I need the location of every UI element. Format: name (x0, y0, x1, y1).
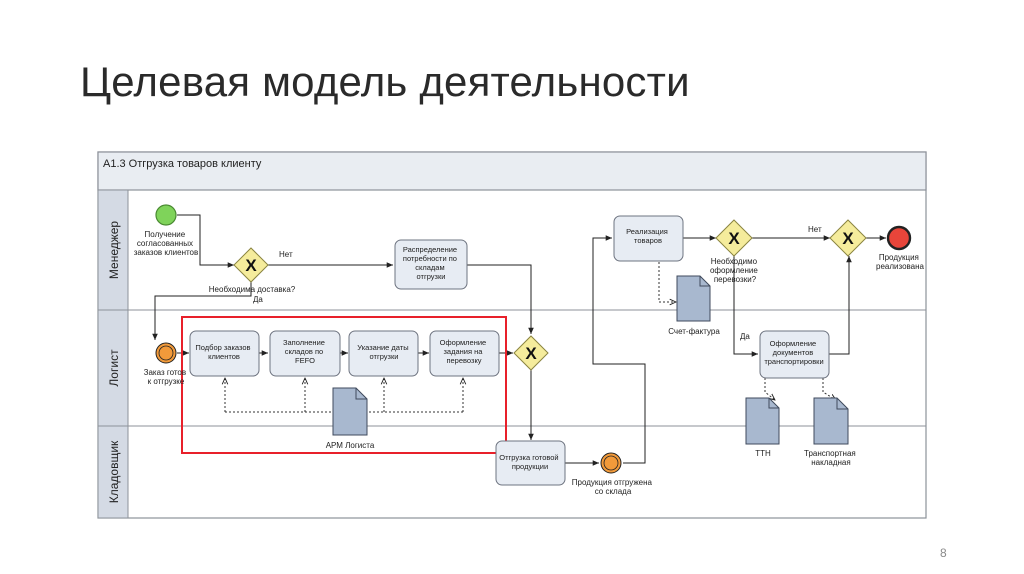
gateway-x-icon: X (525, 344, 537, 363)
task-select-orders: Подбор заказов клиентов (189, 330, 260, 377)
document-arm-icon (332, 387, 368, 436)
gateway-transport-label: Необходимо оформление перевозки? (710, 257, 760, 284)
svg-text:Оформление документов: Оформление документов транспортировки (764, 339, 823, 366)
gateway-final: X (829, 219, 867, 257)
task-sales: Реализация товаров (613, 215, 684, 262)
start-event-label: Получение согласованных заказов клиентов (134, 230, 199, 257)
tasks: Распределение потребности по складам отг… (189, 215, 830, 486)
lane-logist-label: Логист (107, 349, 121, 387)
svg-text:Реализация товаров: Реализация товаров (626, 227, 670, 245)
gateway-transport: X (715, 219, 753, 257)
svg-text:Отгрузка готовой проду: Отгрузка готовой продукции (499, 453, 560, 471)
task-transport-task: Оформление задания на перевозку (429, 330, 500, 377)
gateway-transport-no: Нет (808, 225, 822, 234)
shipped-label: Продукция отгружена со склада (572, 478, 654, 496)
lane-manager-label: Менеджер (107, 221, 121, 280)
flow-distribute-to-gateway (467, 264, 534, 334)
sequence-flows (152, 214, 886, 466)
assoc-docs-ttn (764, 378, 775, 400)
order-ready-label: Заказ готов к отгрузке (144, 368, 189, 386)
task-fill-warehouses: Заполнение складов по FEFO (269, 330, 341, 377)
document-waybill-icon (813, 397, 849, 445)
gateway-x-icon: X (728, 229, 740, 248)
gateway-merge: X (513, 335, 549, 371)
gateway-delivery-no: Нет (279, 250, 293, 259)
gateway-x-icon: X (245, 256, 257, 275)
page-number: 8 (940, 546, 947, 560)
associations (225, 262, 836, 413)
slide-title: Целевая модель деятельности (80, 58, 690, 105)
lane-storekeeper-label: Кладовщик (107, 440, 121, 503)
task-ship-products: Отгрузка готовой продукции (495, 440, 566, 486)
ttn-label: ТТН (755, 449, 771, 458)
svg-text:Подбор заказов клиенто: Подбор заказов клиентов (195, 343, 252, 361)
start-event (155, 204, 177, 226)
flow-event-to-sales (592, 235, 646, 464)
task-distribute-needs: Распределение потребности по складам отг… (394, 239, 468, 290)
gateway-delivery: X (233, 247, 269, 283)
task-set-dates: Указание даты отгрузки (348, 330, 419, 377)
svg-text:Оформление задания на: Оформление задания на перевозку (440, 338, 489, 365)
svg-text:Распределение потребно: Распределение потребности по складам отг… (403, 245, 459, 281)
invoice-label: Счет-фактура (668, 327, 720, 336)
flow-gateway2-yes (733, 256, 758, 357)
svg-text:Указание даты отгрузки: Указание даты отгрузки (357, 343, 410, 361)
pool-title: А1.3 Отгрузка товаров клиенту (103, 158, 262, 170)
document-invoice-icon (676, 275, 711, 322)
gateway-delivery-label: Необходима доставка? (209, 285, 296, 294)
task-transport-docs: Оформление документов транспортировки (759, 330, 830, 379)
lanes: Менеджер Логист Кладовщик (97, 189, 926, 519)
flow-start-to-gateway1 (177, 214, 234, 268)
document-ttn-icon (745, 397, 780, 445)
svg-text:Заполнение складов по: Заполнение складов по FEFO (283, 338, 327, 365)
end-event (886, 225, 912, 251)
documents: Счет-фактура АРМ Логиста ТТН Транспортна… (326, 275, 858, 467)
gateway-x-icon: X (842, 229, 854, 248)
arm-label: АРМ Логиста (326, 441, 375, 450)
flow-docs-to-gateway3 (829, 256, 852, 355)
highlight-box (181, 316, 507, 454)
assoc-sales-invoice (658, 262, 676, 302)
events: Получение согласованных заказов клиентов… (134, 204, 925, 496)
end-event-label: Продукция реализована (876, 253, 925, 271)
assoc-docs-waybill (822, 378, 836, 400)
gateway-delivery-yes: Да (253, 295, 263, 304)
gateways: X Необходима доставка? Нет Да X X Необхо… (209, 219, 867, 371)
flow-gateway1-yes (152, 282, 252, 340)
gateway-transport-yes: Да (740, 332, 750, 341)
waybill-label: Транспортная накладная (804, 449, 858, 467)
